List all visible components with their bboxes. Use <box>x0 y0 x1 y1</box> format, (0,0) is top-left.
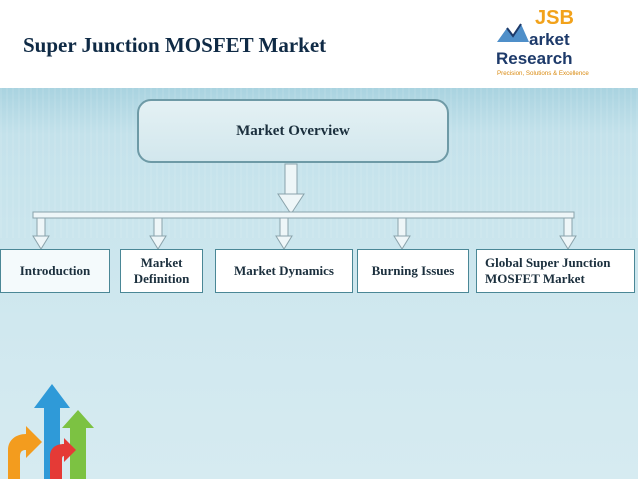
market-dynamics-label: Market Dynamics <box>233 263 334 279</box>
market-overview-box: Market Overview <box>137 99 449 163</box>
burning-issues-box: Burning Issues <box>357 249 469 293</box>
market-definition-label: Market Definition <box>133 255 190 286</box>
arrow-market-dynamics <box>275 217 293 250</box>
introduction-label: Introduction <box>19 263 91 279</box>
mountain-outline <box>506 23 522 38</box>
logo-research-text: Research <box>496 49 573 68</box>
root-arrowhead <box>277 193 305 215</box>
root-stem <box>284 163 298 195</box>
arrow-market-definition <box>149 217 167 250</box>
logo-tagline: Precision, Solutions & Excellence <box>497 70 589 77</box>
jsb-logo: JSB arket Research Precision, Solutions … <box>493 2 593 88</box>
arrow-burning-issues <box>393 217 411 250</box>
introduction-box: Introduction <box>0 249 110 293</box>
arrow-global-market <box>559 217 577 250</box>
logo-arket-text: arket <box>529 30 570 49</box>
global-market-box: Global Super Junction MOSFET Market <box>476 249 635 293</box>
growth-arrows-icon <box>8 384 94 479</box>
market-dynamics-box: Market Dynamics <box>215 249 353 293</box>
slide-title: Super Junction MOSFET Market <box>23 33 327 57</box>
market-definition-box: Market Definition <box>120 249 203 293</box>
horizontal-bus <box>32 211 575 219</box>
jsb-logo-graphic: JSB arket Research Precision, Solutions … <box>496 7 589 77</box>
burning-issues-label: Burning Issues <box>371 263 455 279</box>
mountain-icon <box>497 24 529 42</box>
global-market-label: Global Super Junction MOSFET Market <box>485 255 611 286</box>
arrow-introduction <box>32 217 50 250</box>
logo-jsb-text: JSB <box>535 7 574 29</box>
market-overview-label: Market Overview <box>236 123 350 139</box>
